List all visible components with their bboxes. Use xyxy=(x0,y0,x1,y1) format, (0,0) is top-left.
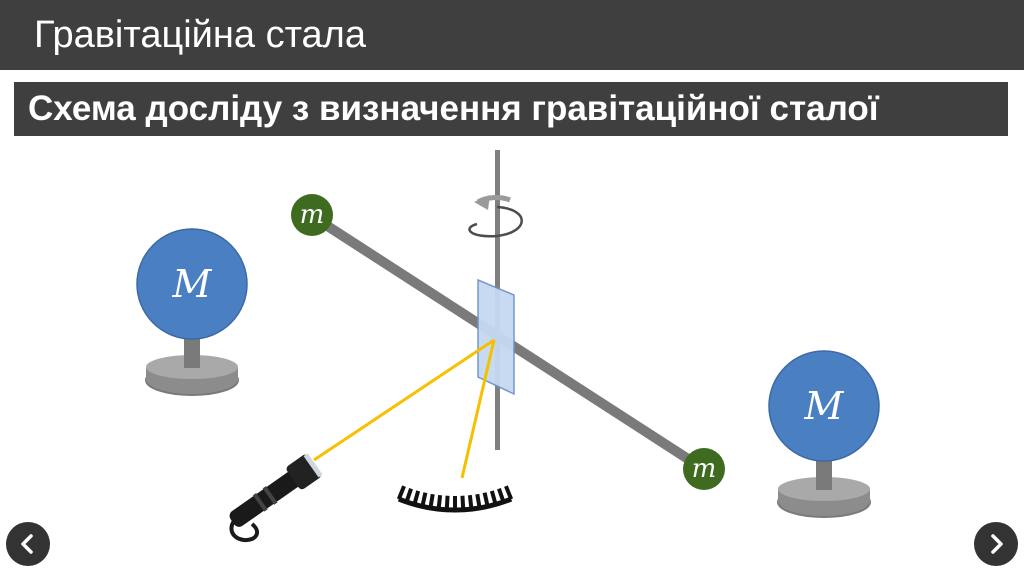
scale-tick xyxy=(396,485,406,500)
previous-slide-button[interactable] xyxy=(6,522,50,566)
mirror xyxy=(477,278,515,396)
scale-tick xyxy=(482,492,490,507)
subtitle-bar: Схема досліду з визначення гравітаційної… xyxy=(14,82,1008,136)
title-bar: Гравітаційна стала xyxy=(0,0,1024,70)
scale-tick xyxy=(497,488,506,503)
small-mass-label: m xyxy=(300,200,325,230)
scale-tick xyxy=(436,494,443,510)
scale-tick xyxy=(428,493,435,509)
scale-tick xyxy=(460,495,466,510)
flashlight-icon xyxy=(229,453,323,543)
small-mass-label: m xyxy=(692,454,717,484)
small-sphere-left: m xyxy=(291,194,333,236)
scale-tick xyxy=(420,492,428,507)
next-slide-button[interactable] xyxy=(974,522,1018,566)
large-sphere-right: M xyxy=(768,350,880,518)
scale-arc-icon xyxy=(396,485,514,513)
scale-tick xyxy=(404,488,413,503)
large-mass-label: M xyxy=(804,384,845,428)
page-title: Гравітаційна стала xyxy=(34,14,366,56)
rotation-arrow-icon xyxy=(468,195,523,238)
small-sphere-right: m xyxy=(683,448,725,490)
scale-tick xyxy=(412,490,421,505)
incident-light-beam xyxy=(313,338,495,462)
section-heading: Схема досліду з визначення гравітаційної… xyxy=(28,89,879,128)
large-mass-label: M xyxy=(172,262,213,306)
scale-arc-line xyxy=(397,496,513,513)
scale-tick xyxy=(489,490,498,505)
scale-tick xyxy=(444,495,450,510)
reflected-light-beam xyxy=(460,339,496,479)
large-sphere-left: M xyxy=(136,228,248,396)
scale-tick xyxy=(467,494,474,510)
scale-tick xyxy=(475,493,482,509)
chevron-left-icon xyxy=(21,534,33,554)
chevron-right-icon xyxy=(991,534,1003,554)
scale-tick xyxy=(504,485,514,500)
